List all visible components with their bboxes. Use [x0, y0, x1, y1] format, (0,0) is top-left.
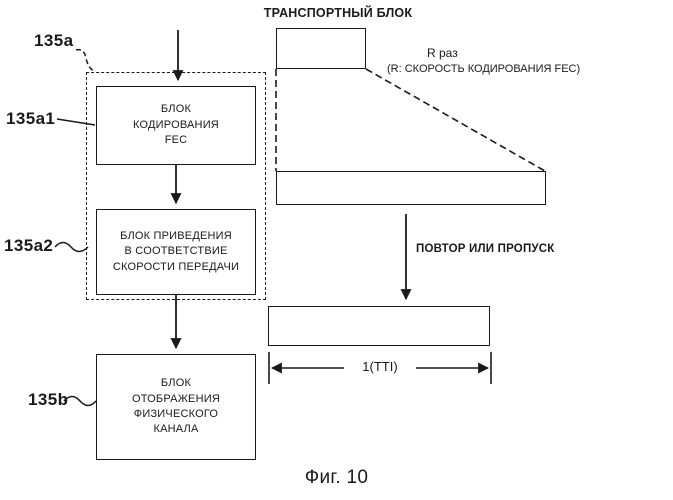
label-line: FEC	[164, 134, 188, 147]
coded-block-shape	[276, 171, 546, 205]
figure-caption: Фиг. 10	[304, 467, 369, 488]
ref-135a-leader	[75, 48, 95, 72]
transport-block-title: ТРАНСПОРТНЫЙ БЛОК	[263, 6, 413, 20]
repeat-or-skip-annotation: ПОВТОР ИЛИ ПРОПУСК	[416, 243, 555, 255]
tti-duration-label: 1(TTI)	[344, 358, 416, 375]
ref-135b-leader	[63, 395, 97, 407]
label-line: КАНАЛА	[153, 423, 199, 436]
group-135a-dashed-outline	[86, 72, 266, 300]
transport-block-shape	[276, 28, 366, 69]
fec-coding-block-label: БЛОК КОДИРОВАНИЯ FEC	[133, 102, 219, 148]
fec-coding-block: БЛОК КОДИРОВАНИЯ FEC	[96, 86, 256, 165]
r-times-annotation: R раз	[427, 46, 458, 60]
label-line: ОТОБРАЖЕНИЯ	[132, 392, 220, 405]
label-line: БЛОК	[160, 103, 192, 116]
ref-label-135a1: 135a1	[6, 109, 56, 128]
ref-label-135a: 135a	[34, 31, 74, 50]
ref-label-135a2: 135a2	[4, 236, 54, 255]
label-line: В СООТВЕТСТВИЕ	[124, 245, 228, 258]
rate-matched-block-shape	[268, 306, 490, 346]
expansion-dashed-diagonal-line	[365, 68, 546, 172]
rate-matching-block: БЛОК ПРИВЕДЕНИЯ В СООТВЕТСТВИЕ СКОРОСТИ …	[96, 209, 256, 295]
rate-matching-block-label: БЛОК ПРИВЕДЕНИЯ В СООТВЕТСТВИЕ СКОРОСТИ …	[113, 229, 239, 275]
r-note-annotation: (R: СКОРОСТЬ КОДИРОВАНИЯ FEC)	[387, 63, 581, 75]
label-line: КОДИРОВАНИЯ	[133, 118, 219, 131]
physical-channel-mapping-block: БЛОК ОТОБРАЖЕНИЯ ФИЗИЧЕСКОГО КАНАЛА	[96, 354, 256, 460]
ref-135a2-leader	[54, 241, 89, 253]
label-line: БЛОК	[160, 377, 192, 390]
physical-channel-mapping-block-label: БЛОК ОТОБРАЖЕНИЯ ФИЗИЧЕСКОГО КАНАЛА	[132, 376, 220, 438]
label-line: СКОРОСТИ ПЕРЕДАЧИ	[112, 260, 240, 273]
label-line: БЛОК ПРИВЕДЕНИЯ	[120, 229, 232, 242]
label-line: ФИЗИЧЕСКОГО	[133, 408, 219, 420]
ref-label-135b: 135b	[28, 390, 69, 409]
ref-135a1-leader	[56, 118, 96, 126]
